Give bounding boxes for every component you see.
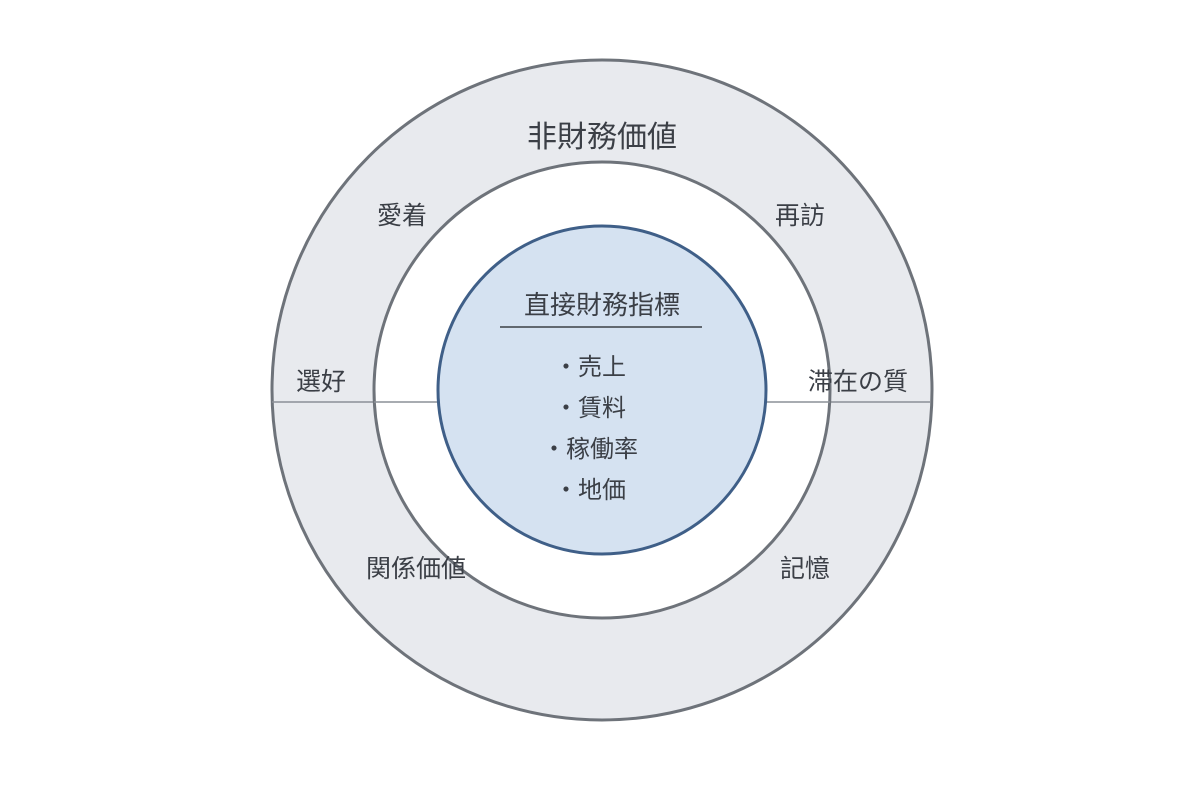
ring-label-top-right: 再訪 bbox=[775, 201, 825, 230]
outer-title: 非財務価値 bbox=[527, 120, 677, 155]
ring-label-mid-left: 選好 bbox=[296, 367, 346, 396]
core-title: 直接財務指標 bbox=[524, 291, 680, 321]
ring-label-bottom-left: 関係価値 bbox=[366, 554, 466, 583]
core-circle bbox=[436, 224, 768, 556]
core-item: ・売上 bbox=[554, 353, 626, 381]
core-item: ・稼働率 bbox=[542, 435, 638, 463]
ring-label-top-left: 愛着 bbox=[377, 201, 427, 230]
ring-label-mid-right: 滞在の質 bbox=[808, 367, 908, 396]
ring-label-bottom-right: 記憶 bbox=[780, 554, 830, 583]
core-item: ・賃料 bbox=[554, 394, 626, 422]
core-item: ・地価 bbox=[554, 476, 626, 504]
